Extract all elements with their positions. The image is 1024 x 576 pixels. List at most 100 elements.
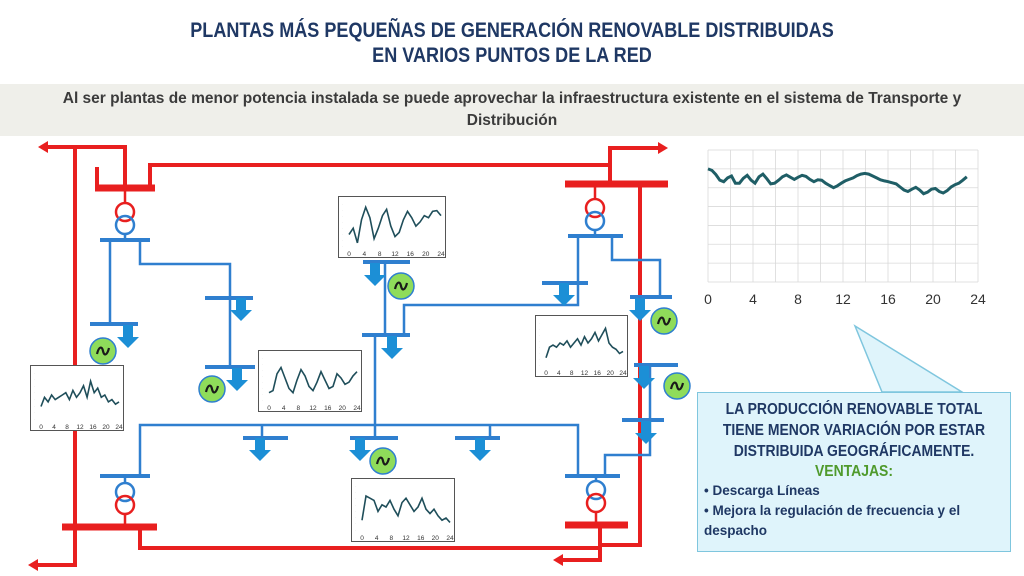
generator-icon — [89, 337, 117, 365]
profile-line — [40, 378, 120, 407]
mini-y-tick: · — [262, 386, 263, 390]
mini-y-tick: · — [34, 410, 35, 414]
profile-line — [268, 365, 358, 395]
load-arrow-icon — [249, 438, 271, 461]
mini-tick-label: 12 — [309, 405, 317, 412]
mini-tick-label: 8 — [570, 370, 574, 377]
aggregate-line — [707, 167, 968, 196]
mini-tick-label: 8 — [65, 424, 69, 431]
x-tick-label: 16 — [880, 291, 896, 307]
mini-y-tick: · — [262, 374, 263, 378]
x-tick-label: 20 — [925, 291, 941, 307]
title-line-2: EN VARIOS PUNTOS DE LA RED — [372, 44, 652, 67]
mini-tick-label: 16 — [594, 370, 602, 377]
mini-tick-label: 16 — [324, 405, 332, 412]
mini-tick-label: 20 — [607, 370, 615, 377]
mini-y-tick: · — [342, 220, 343, 224]
profile-line — [545, 326, 624, 358]
load-arrow-icon — [469, 438, 491, 461]
mini-tick-label: 20 — [422, 251, 430, 258]
mini-tick-label: 16 — [417, 535, 425, 542]
mini-tick-label: 24 — [619, 370, 627, 377]
mini-tick-label: 0 — [267, 405, 271, 412]
generator-icon — [369, 447, 397, 475]
mini-tick-label: 24 — [446, 535, 454, 542]
mini-tick-label: 0 — [544, 370, 548, 377]
mini-tick-label: 0 — [360, 535, 364, 542]
mini-tick-label: 4 — [52, 424, 56, 431]
load-arrow-icon — [633, 366, 655, 389]
mini-y-tick: · — [355, 490, 356, 494]
arrow-icon — [553, 554, 563, 566]
page-title: PLANTAS MÁS PEQUEÑAS DE GENERACIÓN RENOV… — [72, 18, 953, 68]
transformer-icon — [114, 476, 136, 527]
x-tick-label: 12 — [835, 291, 851, 307]
mini-y-tick: · — [342, 214, 343, 218]
mini-tick-label: 12 — [76, 424, 84, 431]
load-arrow-icon — [553, 283, 575, 306]
mini-y-tick: · — [342, 232, 343, 236]
mini-tick-label: 12 — [581, 370, 589, 377]
profile-line — [348, 204, 442, 244]
mini-y-tick: · — [34, 391, 35, 395]
load-arrow-icon — [635, 421, 657, 444]
mini-y-tick: · — [342, 226, 343, 230]
mini-y-tick: · — [539, 351, 540, 355]
mini-y-tick: · — [34, 371, 35, 375]
mini-y-tick: · — [262, 362, 263, 366]
generators — [89, 272, 691, 475]
mini-tick-label: 24 — [115, 424, 123, 431]
mini-tick-label: 12 — [391, 251, 399, 258]
load-arrow-icon — [381, 336, 403, 359]
mini-tick-label: 8 — [389, 535, 393, 542]
mini-tick-label: 16 — [407, 251, 415, 258]
mini-y-tick: · — [355, 497, 356, 501]
mini-y-tick: · — [355, 484, 356, 488]
callout-tail — [853, 324, 965, 393]
callout-heading-2: TIENE MENOR VARIACIÓN POR ESTAR — [722, 422, 986, 439]
mini-y-tick: · — [342, 244, 343, 248]
mini-y-tick: · — [262, 392, 263, 396]
load-arrow-icon — [226, 368, 248, 391]
load-arrow-icon — [117, 325, 139, 348]
mini-tick-label: 4 — [375, 535, 379, 542]
mini-tick-label: 20 — [432, 535, 440, 542]
mini-y-tick: · — [262, 380, 263, 384]
mini-tick-label: 8 — [378, 251, 382, 258]
x-tick-label: 4 — [749, 291, 757, 307]
generator-icon — [650, 307, 678, 335]
mini-y-tick: · — [34, 397, 35, 401]
profile-line — [361, 494, 451, 523]
mini-tick-label: 12 — [402, 535, 410, 542]
generator-icon — [663, 372, 691, 400]
mini-y-tick: · — [539, 363, 540, 367]
mini-y-tick: · — [355, 528, 356, 532]
transformers — [114, 184, 607, 527]
mini-tick-label: 0 — [347, 251, 351, 258]
load-arrow-icon — [230, 298, 252, 321]
mini-y-tick: · — [355, 522, 356, 526]
mini-y-tick: · — [355, 515, 356, 519]
mini-tick-label: 4 — [362, 251, 366, 258]
title-line-1: PLANTAS MÁS PEQUEÑAS DE GENERACIÓN RENOV… — [190, 19, 834, 42]
ventajas-label: VENTAJAS: — [814, 463, 894, 480]
load-arrow-icon — [629, 298, 651, 321]
arrow-icon — [28, 559, 38, 571]
transformer-icon — [585, 476, 607, 525]
distribution-network — [90, 234, 678, 478]
callout-heading: LA PRODUCCIÓN RENOVABLE TOTAL TIENE MENO… — [714, 399, 995, 462]
load-arrow-icon — [349, 438, 371, 461]
callout-box: LA PRODUCCIÓN RENOVABLE TOTAL TIENE MENO… — [697, 392, 1011, 552]
mini-tick-label: 24 — [353, 405, 361, 412]
